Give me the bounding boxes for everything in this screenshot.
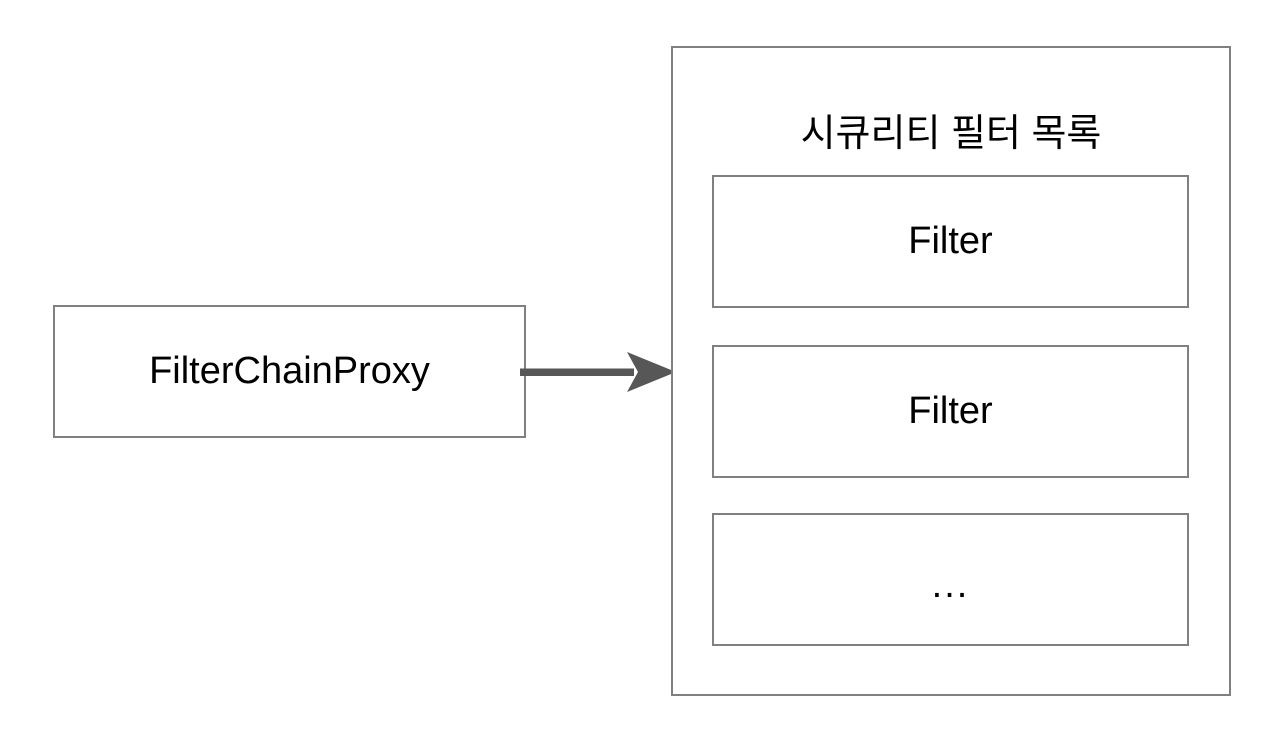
filter-node-more[interactable]: ... [712,513,1189,646]
filter-node[interactable]: Filter [712,175,1189,308]
filter-node-label: Filter [908,389,993,432]
filter-chain-proxy-node[interactable]: FilterChainProxy [53,305,526,438]
security-filter-list-container[interactable]: 시큐리티 필터 목록 Filter Filter ... [671,46,1231,696]
security-filter-list-title: 시큐리티 필터 목록 [800,113,1102,155]
filter-node[interactable]: Filter [712,345,1189,478]
filter-node-label: Filter [908,219,993,262]
arrow-right-icon [520,352,676,392]
filter-node-ellipsis-label: ... [931,564,970,607]
filter-chain-proxy-label: FilterChainProxy [149,349,430,392]
